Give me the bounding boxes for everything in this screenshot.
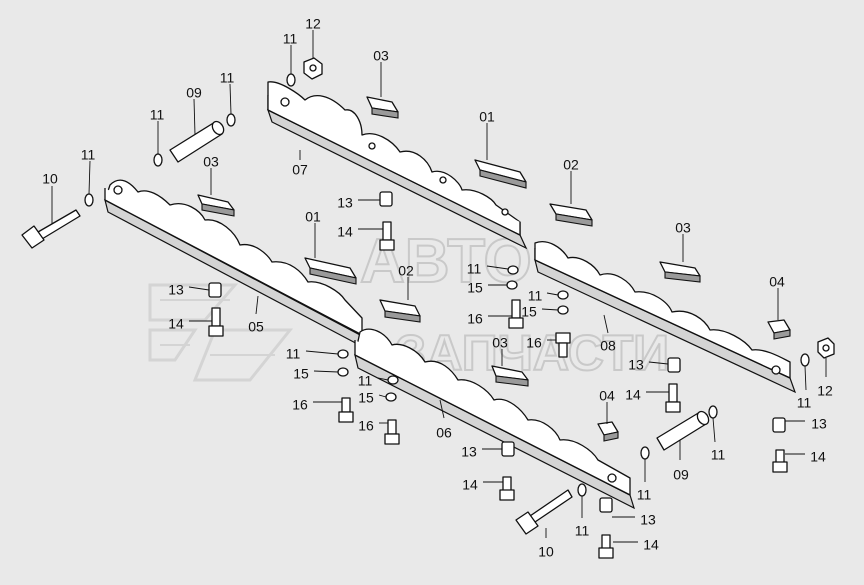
part-number-label: 12 xyxy=(817,383,833,399)
part-number-label: 13 xyxy=(628,357,644,373)
part-number-label: 15 xyxy=(358,390,374,406)
bolts-14-16 xyxy=(208,221,788,559)
clamp-blocks xyxy=(197,96,791,442)
part-number-label: 14 xyxy=(643,537,659,553)
part-number-label: 14 xyxy=(810,449,826,465)
part-number-label: 12 xyxy=(305,16,321,32)
pins-09 xyxy=(169,120,710,451)
part-number-label: 13 xyxy=(337,195,353,211)
part-number-label: 03 xyxy=(203,154,219,170)
part-number-label: 03 xyxy=(492,335,508,351)
part-number-label: 11 xyxy=(528,288,543,304)
nuts-12 xyxy=(303,57,835,359)
part-number-label: 08 xyxy=(600,338,616,354)
part-number-label: 11 xyxy=(358,373,373,389)
part-number-label: 16 xyxy=(292,397,308,413)
rail-05 xyxy=(104,179,367,350)
part-number-label: 14 xyxy=(625,387,641,403)
part-number-label: 01 xyxy=(479,109,495,125)
part-number-label: 03 xyxy=(675,220,691,236)
part-number-label: 11 xyxy=(575,523,590,539)
sleeves-13 xyxy=(208,191,786,513)
part-number-label: 16 xyxy=(467,311,483,327)
part-number-label: 14 xyxy=(337,224,353,240)
part-number-label: 11 xyxy=(711,447,726,463)
bolts-10 xyxy=(21,209,573,535)
part-number-label: 06 xyxy=(436,425,452,441)
rail-06 xyxy=(354,328,635,510)
part-number-label: 04 xyxy=(599,388,615,404)
part-number-label: 11 xyxy=(150,107,165,123)
part-number-label: 15 xyxy=(467,280,483,296)
part-number-label: 04 xyxy=(769,274,785,290)
part-number-label: 11 xyxy=(797,395,812,411)
part-number-label: 07 xyxy=(292,162,308,178)
part-number-label: 13 xyxy=(640,512,656,528)
part-number-label: 09 xyxy=(186,85,202,101)
part-number-label: 11 xyxy=(81,147,96,163)
watermark-logo-icon xyxy=(148,283,294,382)
part-number-label: 11 xyxy=(637,487,652,503)
part-number-label: 16 xyxy=(358,418,374,434)
part-number-label: 02 xyxy=(398,263,414,279)
rail-07 xyxy=(266,81,528,250)
part-number-label: 15 xyxy=(293,366,309,382)
part-number-label: 11 xyxy=(286,346,301,362)
leader-lines xyxy=(51,30,827,543)
part-number-label: 01 xyxy=(305,209,321,225)
part-number-label: 13 xyxy=(461,444,477,460)
part-number-label: 14 xyxy=(462,477,478,493)
part-number-label: 11 xyxy=(467,261,482,277)
part-number-label: 13 xyxy=(168,282,184,298)
part-number-label: 10 xyxy=(42,171,58,187)
part-number-label: 14 xyxy=(168,316,184,332)
part-number-label: 16 xyxy=(526,335,542,351)
rail-08 xyxy=(534,241,797,394)
part-number-label: 09 xyxy=(673,467,689,483)
part-number-label: 10 xyxy=(538,544,554,560)
part-number-label: 15 xyxy=(521,304,537,320)
part-number-label: 03 xyxy=(373,48,389,64)
part-number-label: 11 xyxy=(283,31,298,47)
part-number-label: 05 xyxy=(248,319,264,335)
part-number-label: 02 xyxy=(563,157,579,173)
part-number-label: 11 xyxy=(220,70,235,86)
part-number-label: 13 xyxy=(811,416,827,432)
